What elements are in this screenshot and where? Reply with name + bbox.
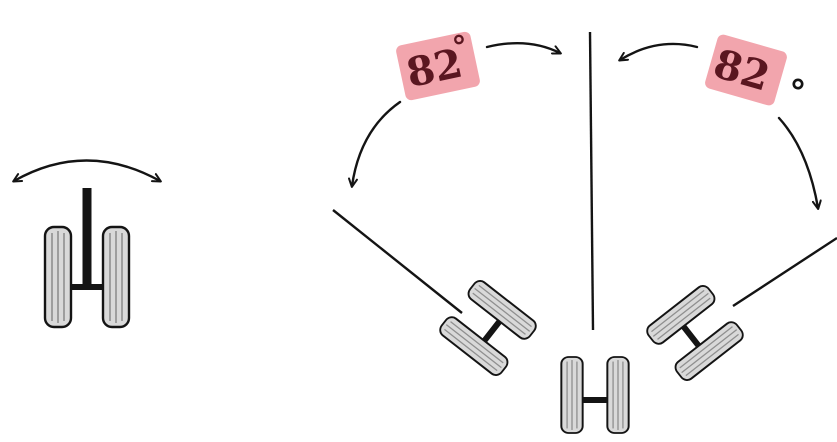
angle-label-left: 82 ° bbox=[396, 29, 480, 101]
right-direction-line bbox=[732, 236, 837, 308]
swing-arrow bbox=[12, 159, 162, 183]
degree-symbol-right: ° bbox=[790, 73, 807, 113]
angle-value-left: 82 bbox=[402, 40, 466, 98]
arrow-right-down bbox=[777, 116, 822, 210]
arrow-left-down bbox=[348, 100, 402, 188]
left-tilted-wheel-pair bbox=[437, 278, 538, 378]
left-direction-line bbox=[332, 209, 463, 314]
single-wheel-assembly bbox=[12, 159, 162, 329]
degree-symbol-left: ° bbox=[450, 29, 472, 66]
arrow-right-to-center bbox=[618, 42, 699, 62]
center-reference-line bbox=[588, 31, 595, 331]
center-wheel-pair bbox=[561, 357, 628, 433]
arrow-left-to-center bbox=[485, 42, 562, 55]
left-wheel bbox=[43, 225, 73, 329]
right-wheel bbox=[101, 225, 131, 329]
right-tilted-wheel-pair bbox=[644, 283, 745, 383]
angle-label-right: 82 bbox=[705, 34, 787, 106]
